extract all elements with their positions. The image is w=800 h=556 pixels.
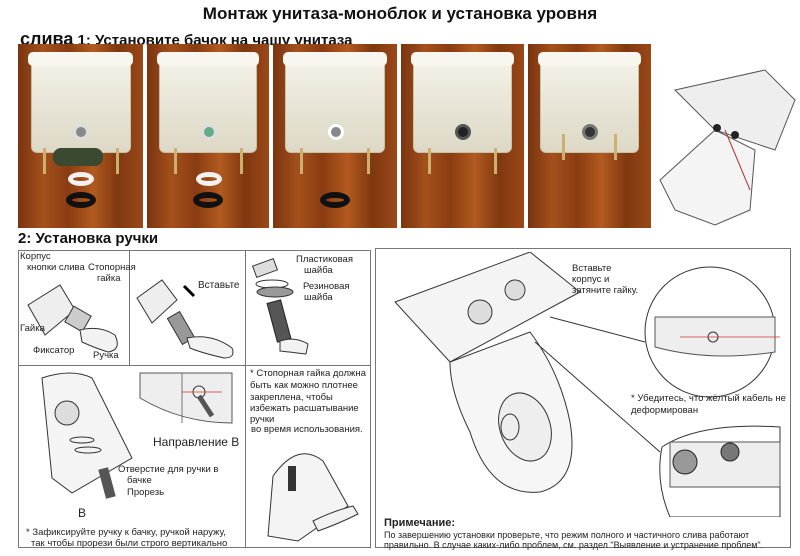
label-gaika-top: гайка xyxy=(97,273,121,284)
label-rubber-1: Резиновая xyxy=(303,281,350,292)
photo-step-2 xyxy=(147,44,269,228)
photo-step-5 xyxy=(528,44,651,228)
toilet-side-diagram xyxy=(659,69,796,226)
final-assembly-frame xyxy=(375,248,791,548)
stop-nut-note-1: * Стопорная гайка должна xyxy=(250,368,366,379)
label-gaika: Гайка xyxy=(20,323,45,334)
label-ruchka: Ручка xyxy=(93,350,119,361)
stop-nut-note-5: ручки xyxy=(250,414,275,425)
note-line-2: правильно. В случае каких-либо проблем, … xyxy=(384,540,764,550)
label-plastic-1: Пластиковая xyxy=(296,254,353,265)
insert-body-2: корпус и xyxy=(572,274,610,285)
label-plastic-2: шайба xyxy=(304,265,333,276)
washers-illustration xyxy=(251,257,309,355)
stop-nut-note-4: избежать расшатывание xyxy=(250,403,359,414)
photo-step-4 xyxy=(401,44,524,228)
section-2-title: 2: Установка ручки xyxy=(18,230,159,247)
note-line-1: По завершению установки проверьте, что р… xyxy=(384,530,750,540)
page-title: Монтаж унитаза-моноблок и установка уров… xyxy=(202,4,598,23)
stop-nut-note-2: быть как можно плотнее xyxy=(250,380,358,391)
label-fiksator: Фиксатор xyxy=(33,345,75,356)
photo-step-1 xyxy=(18,44,143,228)
stop-nut-illustration xyxy=(267,453,359,542)
insert-body-1: Вставьте xyxy=(572,263,612,274)
label-b: В xyxy=(78,506,87,520)
note-fix-1: * Зафиксируйте ручку к бачку, ручкой нар… xyxy=(26,527,226,538)
label-insert: Вставьте xyxy=(198,280,240,291)
toilet-assembly-illustration xyxy=(394,252,781,517)
label-direction-b: Направление В xyxy=(153,435,240,449)
insert-body-3: затяните гайку. xyxy=(572,285,639,296)
cable-note-2: деформирован xyxy=(631,405,699,416)
stop-nut-note-3: закреплена, чтобы xyxy=(250,392,333,403)
stop-nut-note-6: во время использования. xyxy=(251,424,363,435)
label-knopki: кнопки слива xyxy=(27,262,85,273)
direction-b-illustration xyxy=(41,372,233,499)
panel-stop-nut xyxy=(245,365,371,548)
label-rubber-2: шайба xyxy=(304,292,333,303)
label-korpus: Корпус xyxy=(20,251,51,262)
label-hole-1: Отверстие для ручки в xyxy=(118,464,219,475)
insert-illustration xyxy=(136,279,234,359)
handle-parts-illustration xyxy=(27,284,118,353)
note-fix-2: так чтобы прорези были строго вертикальн… xyxy=(31,538,228,549)
label-hole-2: бачке xyxy=(127,475,152,486)
cable-note-1: * Убедитесь, что жёлтый кабель не xyxy=(631,393,786,404)
note-title: Примечание: xyxy=(384,517,456,529)
label-stopornaya: Стопорная xyxy=(88,262,136,273)
label-slot: Прорезь xyxy=(127,487,165,498)
photo-step-3 xyxy=(273,44,397,228)
